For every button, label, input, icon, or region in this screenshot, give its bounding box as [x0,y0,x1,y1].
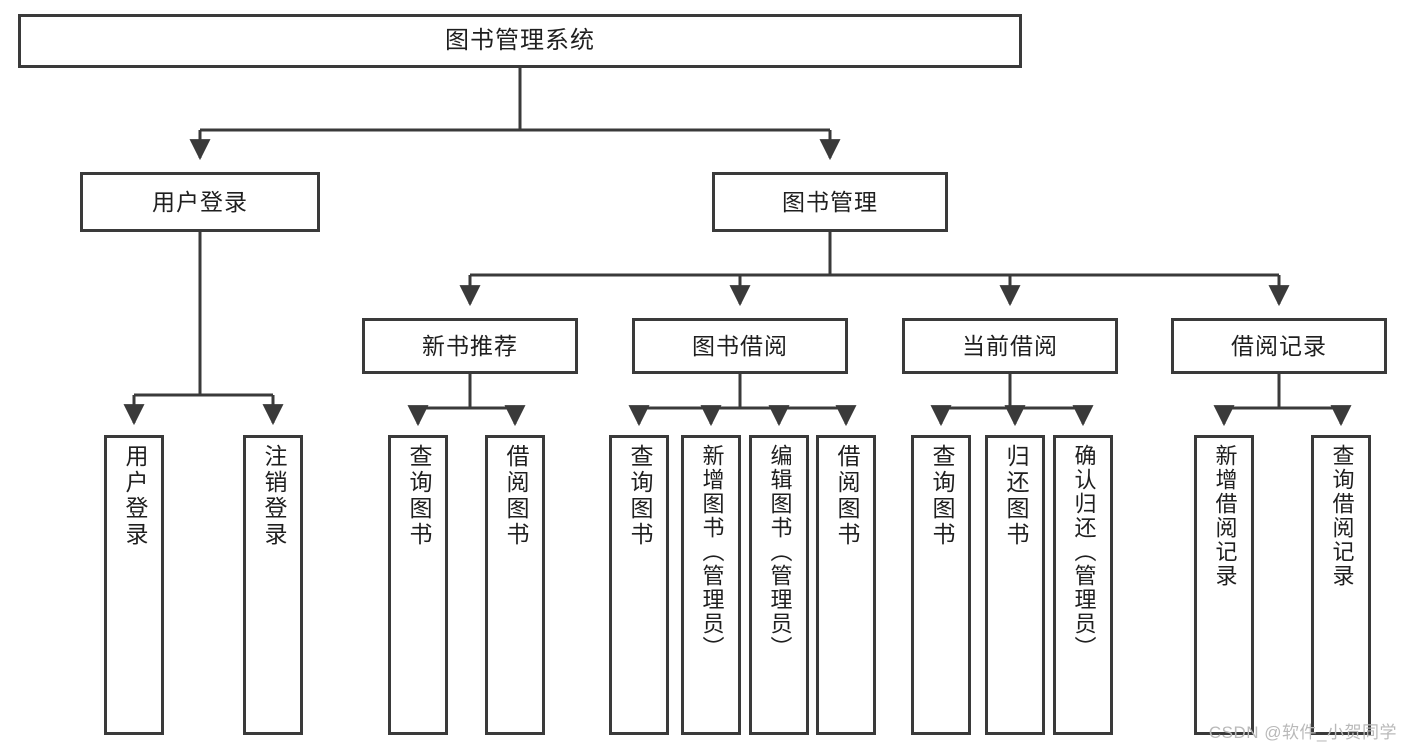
node-book-manage[interactable]: 图书管理 [712,172,948,232]
node-label: 查询图书 [405,444,432,548]
node-label: 查询图书 [928,444,955,548]
node-user-login[interactable]: 用户登录 [80,172,320,232]
node-leaf-return-book[interactable]: 归还图书 [985,435,1045,735]
node-leaf-user-login[interactable]: 用户登录 [104,435,164,735]
node-leaf-add-book[interactable]: 新增图书（管理员） [681,435,741,735]
node-leaf-borrow-book-2[interactable]: 借阅图书 [816,435,876,735]
node-label: 图书管理 [782,188,878,215]
node-label: 新书推荐 [422,332,518,359]
node-leaf-edit-book[interactable]: 编辑图书（管理员） [749,435,809,735]
node-leaf-borrow-book-1[interactable]: 借阅图书 [485,435,545,735]
node-label: 图书借阅 [692,332,788,359]
node-leaf-query-book-3[interactable]: 查询图书 [911,435,971,735]
node-label: 图书管理系统 [445,27,595,55]
node-leaf-query-book-1[interactable]: 查询图书 [388,435,448,735]
node-label: 借阅记录 [1231,332,1327,359]
node-new-book-recommend[interactable]: 新书推荐 [362,318,578,374]
node-current-borrow[interactable]: 当前借阅 [902,318,1118,374]
node-label: 确认归还（管理员） [1071,444,1097,660]
node-label: 查询借阅记录 [1329,444,1355,588]
csdn-watermark: CSDN @软件_小贺同学 [1208,723,1397,742]
node-leaf-logout[interactable]: 注销登录 [243,435,303,735]
node-leaf-query-record[interactable]: 查询借阅记录 [1311,435,1371,735]
node-root-system[interactable]: 图书管理系统 [18,14,1022,68]
node-label: 编辑图书（管理员） [767,444,793,660]
node-label: 归还图书 [1002,444,1029,548]
node-book-borrow[interactable]: 图书借阅 [632,318,848,374]
node-label: 借阅图书 [833,444,860,548]
node-label: 当前借阅 [962,332,1058,359]
node-label: 借阅图书 [502,444,529,548]
node-label: 新增借阅记录 [1212,444,1238,588]
node-leaf-confirm-return[interactable]: 确认归还（管理员） [1053,435,1113,735]
node-label: 查询图书 [626,444,653,548]
node-label: 用户登录 [121,444,148,548]
node-borrow-record[interactable]: 借阅记录 [1171,318,1387,374]
node-label: 新增图书（管理员） [699,444,725,660]
node-leaf-query-book-2[interactable]: 查询图书 [609,435,669,735]
node-label: 注销登录 [260,444,287,548]
node-leaf-add-record[interactable]: 新增借阅记录 [1194,435,1254,735]
node-label: 用户登录 [152,188,248,215]
